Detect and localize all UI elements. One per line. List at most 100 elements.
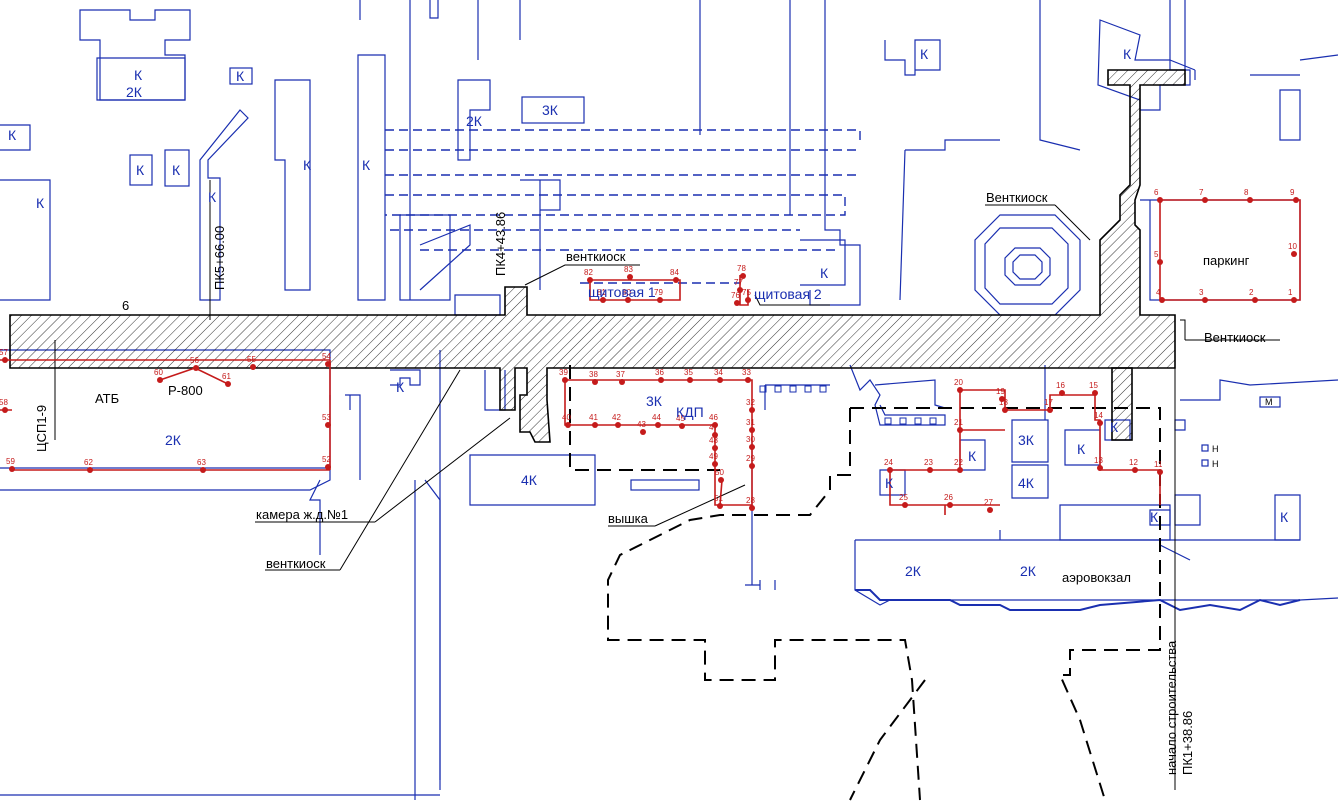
survey-point-label: 11 — [1154, 460, 1163, 469]
survey-point — [712, 432, 718, 438]
survey-point-label: 44 — [652, 413, 661, 422]
survey-point — [658, 377, 664, 383]
survey-point-label: 76 — [731, 291, 740, 300]
label-shitovaya2: щитовая 2 — [754, 286, 822, 302]
survey-point-label: 82 — [584, 268, 593, 277]
label-k: К — [820, 265, 829, 281]
survey-point-label: 26 — [944, 493, 953, 502]
survey-point — [325, 464, 331, 470]
survey-point-label: 8 — [1244, 188, 1249, 197]
survey-point — [745, 377, 751, 383]
survey-point-label: 45 — [676, 414, 685, 423]
survey-point-label: 5 — [1154, 250, 1159, 259]
survey-point — [1157, 259, 1163, 265]
survey-point — [749, 463, 755, 469]
survey-point-label: 32 — [746, 398, 755, 407]
label-k: К — [396, 379, 405, 395]
survey-point — [749, 427, 755, 433]
survey-point-label: 78 — [737, 264, 746, 273]
survey-point — [200, 467, 206, 473]
label-m: М — [1265, 397, 1273, 407]
survey-point-label: 48 — [709, 436, 718, 445]
survey-point — [1132, 467, 1138, 473]
survey-point-label: 50 — [715, 468, 724, 477]
survey-point — [712, 422, 718, 428]
label-vyshka: вышка — [608, 511, 649, 526]
survey-point — [625, 297, 631, 303]
label-3k: 3К — [646, 393, 663, 409]
survey-point — [225, 381, 231, 387]
survey-point-label: 54 — [322, 352, 331, 361]
survey-point-label: 6 — [1154, 188, 1159, 197]
survey-point-label: 46 — [709, 413, 718, 422]
survey-point-label: 23 — [924, 458, 933, 467]
survey-point-label: 80 — [622, 288, 631, 297]
survey-point-label: 41 — [589, 413, 598, 422]
label-ventkiosk: венткиоск — [566, 249, 626, 264]
label-3k: 3К — [1018, 432, 1035, 448]
label-2k: 2К — [466, 113, 483, 129]
survey-point — [193, 365, 199, 371]
survey-point-label: 38 — [589, 370, 598, 379]
survey-point — [657, 297, 663, 303]
survey-point — [1247, 197, 1253, 203]
survey-point-label: 27 — [984, 498, 993, 507]
label-aerovokzal: аэровокзал — [1062, 570, 1131, 585]
survey-point-label: 12 — [1129, 458, 1138, 467]
survey-point-label: 53 — [322, 413, 331, 422]
planned-building-outline — [607, 407, 1161, 801]
label-csp: ЦСП1-9 — [34, 405, 49, 452]
label-k: К — [8, 127, 17, 143]
label-ventkiosk: венткиоск — [266, 556, 326, 571]
label-k: К — [36, 195, 45, 211]
survey-point — [712, 445, 718, 451]
label-2k: 2К — [126, 84, 143, 100]
label-ventkiosk-cap: Венткиоск — [1204, 330, 1266, 345]
survey-point — [740, 273, 746, 279]
label-k: К — [885, 475, 894, 491]
survey-point — [1202, 197, 1208, 203]
survey-point-label: 25 — [899, 493, 908, 502]
survey-point-label: 16 — [1056, 381, 1065, 390]
survey-point — [1047, 407, 1053, 413]
survey-point — [999, 396, 1005, 402]
label-ventkiosk-cap: Венткиоск — [986, 190, 1048, 205]
label-k: К — [303, 157, 312, 173]
label-k: К — [1150, 509, 1159, 525]
label-k: К — [1077, 441, 1086, 457]
label-n: Н — [1212, 444, 1219, 454]
label-2k: 2К — [1020, 563, 1037, 579]
ventkiosk-shaft — [1111, 367, 1133, 441]
survey-point — [1291, 297, 1297, 303]
survey-point-label: 39 — [559, 368, 568, 377]
label-k: К — [208, 189, 217, 205]
label-start: начало строительства — [1164, 640, 1179, 775]
survey-point — [1097, 465, 1103, 471]
survey-point — [157, 377, 163, 383]
survey-point — [1002, 407, 1008, 413]
survey-point — [250, 364, 256, 370]
survey-point-label: 28 — [746, 496, 755, 505]
survey-point — [737, 287, 743, 293]
survey-point-label: 43 — [637, 420, 646, 429]
survey-point-label: 9 — [1290, 188, 1295, 197]
survey-point — [1097, 420, 1103, 426]
survey-point — [565, 422, 571, 428]
survey-point-label: 21 — [954, 418, 963, 427]
label-k: К — [1123, 46, 1132, 62]
label-shitovaya1: щитовая 1 — [588, 284, 656, 300]
label-k: К — [920, 46, 929, 62]
survey-point-label: 62 — [84, 458, 93, 467]
label-k: К — [236, 68, 245, 84]
survey-point-label: 33 — [742, 368, 751, 377]
survey-point — [718, 477, 724, 483]
survey-point — [749, 444, 755, 450]
survey-point-label: 77 — [734, 278, 743, 287]
survey-point — [627, 274, 633, 280]
survey-point-label: 2 — [1249, 288, 1254, 297]
survey-point — [1092, 390, 1098, 396]
survey-point — [587, 277, 593, 283]
survey-point-label: 1 — [1288, 288, 1293, 297]
survey-point-label: 49 — [709, 452, 718, 461]
